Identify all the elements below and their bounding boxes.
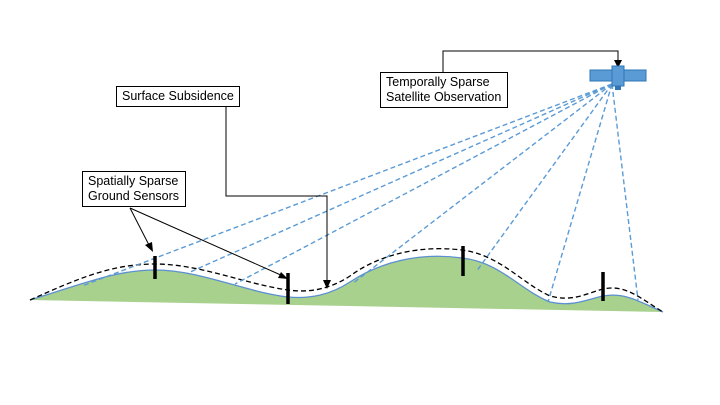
satellite-connector bbox=[442, 50, 619, 72]
observation-ray bbox=[547, 83, 613, 303]
satellite-icon bbox=[589, 65, 647, 90]
observation-ray bbox=[475, 83, 613, 273]
satellite-observation-label: Temporally Sparse Satellite Observation bbox=[380, 72, 508, 108]
observation-ray bbox=[187, 83, 613, 274]
ground-sensors bbox=[153, 246, 605, 304]
ground-sensors-text-line2: Ground Sensors bbox=[88, 189, 180, 203]
satellite-text-line2: Satellite Observation bbox=[386, 90, 502, 104]
observation-rays bbox=[81, 83, 639, 303]
sensor-arrow-1 bbox=[129, 207, 151, 248]
satellite-text-line1: Temporally Sparse bbox=[386, 75, 490, 89]
observation-ray bbox=[234, 83, 613, 285]
observation-ray bbox=[611, 83, 639, 301]
observation-ray bbox=[81, 83, 613, 287]
surface-subsidence-text: Surface Subsidence bbox=[122, 89, 234, 103]
sensor-arrow-2 bbox=[129, 207, 284, 277]
subsidence-connector bbox=[225, 107, 328, 283]
arrow-head bbox=[323, 280, 331, 289]
arrow-head bbox=[145, 242, 153, 252]
terrain-ground bbox=[30, 256, 663, 312]
arrow-heads bbox=[145, 60, 622, 289]
observation-ray bbox=[351, 83, 613, 285]
ground-sensors-label: Spatially Sparse Ground Sensors bbox=[82, 171, 186, 207]
ground-sensors-text-line1: Spatially Sparse bbox=[88, 174, 179, 188]
callout-connectors bbox=[129, 50, 619, 283]
arrow-head bbox=[278, 272, 288, 279]
surface-subsidence-label: Surface Subsidence bbox=[116, 86, 240, 107]
arrow-head bbox=[614, 60, 622, 68]
